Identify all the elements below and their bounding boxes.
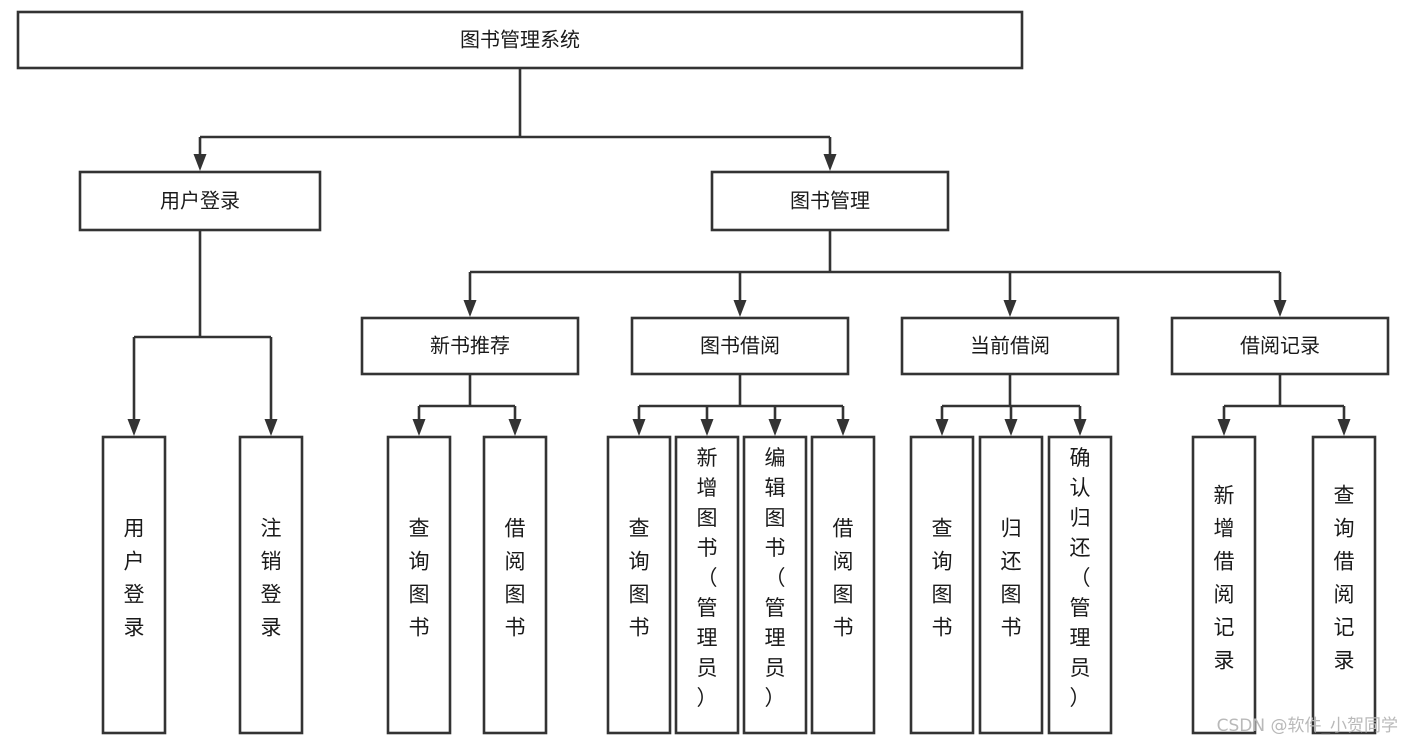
- node-leaf-query-book-recommend[interactable]: 查询图书: [386, 435, 452, 735]
- arrow-head-icon: [1273, 300, 1287, 317]
- node-leaf-borrow-book[interactable]: 借阅图书: [810, 435, 876, 735]
- node-label-leaf-user-logout: 注销登录: [261, 517, 282, 640]
- node-box-leaf-query-book-current[interactable]: [909, 435, 975, 735]
- arrow-head-icon: [935, 419, 949, 436]
- node-leaf-confirm-return[interactable]: 确认归还（管理员）: [1047, 435, 1113, 735]
- node-label-leaf-query-book-current: 查询图书: [932, 517, 953, 640]
- node-box-user-login[interactable]: [78, 170, 322, 232]
- node-label-current-borrow: 当前借阅: [970, 334, 1050, 358]
- arrow-head-icon: [823, 154, 837, 171]
- node-box-leaf-return-book[interactable]: [978, 435, 1044, 735]
- node-leaf-user-login[interactable]: 用户登录: [101, 435, 167, 735]
- arrow-head-icon: [1004, 419, 1018, 436]
- arrow-head-icon: [836, 419, 850, 436]
- connector-new-book-recommend-to-leaves: [412, 374, 522, 436]
- node-label-leaf-add-book: 新增图书（管理员）: [697, 446, 718, 710]
- node-label-new-book-recommend: 新书推荐: [430, 334, 510, 358]
- arrow-head-icon: [508, 419, 522, 436]
- arrow-head-icon: [264, 419, 278, 436]
- node-label-leaf-query-book-recommend: 查询图书: [409, 517, 430, 640]
- node-label-leaf-borrow-book: 借阅图书: [833, 517, 854, 640]
- node-box-leaf-add-borrow-record[interactable]: [1191, 435, 1257, 735]
- connector-book-management-to-level3: [463, 230, 1287, 317]
- connectors-layer: [127, 68, 1351, 436]
- connector-borrow-record-to-leaves: [1217, 374, 1351, 436]
- node-leaf-borrow-book-recommend[interactable]: 借阅图书: [482, 435, 548, 735]
- node-box-borrow-record[interactable]: [1170, 316, 1390, 376]
- node-label-leaf-edit-book: 编辑图书（管理员）: [765, 446, 786, 710]
- node-root[interactable]: 图书管理系统: [16, 10, 1024, 70]
- node-label-borrow-record: 借阅记录: [1240, 334, 1320, 358]
- node-label-leaf-query-book-borrow: 查询图书: [629, 517, 650, 640]
- node-box-leaf-query-book-recommend[interactable]: [386, 435, 452, 735]
- node-leaf-query-borrow-record[interactable]: 查询借阅记录: [1311, 435, 1377, 735]
- arrow-head-icon: [193, 154, 207, 171]
- node-book-borrow[interactable]: 图书借阅: [630, 316, 850, 376]
- node-user-login[interactable]: 用户登录: [78, 170, 322, 232]
- node-leaf-add-borrow-record[interactable]: 新增借阅记录: [1191, 435, 1257, 735]
- arrow-head-icon: [1003, 300, 1017, 317]
- node-label-leaf-query-borrow-record: 查询借阅记录: [1334, 484, 1355, 673]
- arrow-head-icon: [1217, 419, 1231, 436]
- node-leaf-add-book[interactable]: 新增图书（管理员）: [674, 435, 740, 735]
- node-leaf-query-book-current[interactable]: 查询图书: [909, 435, 975, 735]
- connector-root-to-level2: [193, 68, 837, 171]
- node-label-book-borrow: 图书借阅: [700, 334, 780, 358]
- connector-book-borrow-to-leaves: [632, 374, 850, 436]
- node-borrow-record[interactable]: 借阅记录: [1170, 316, 1390, 376]
- node-box-leaf-query-borrow-record[interactable]: [1311, 435, 1377, 735]
- arrow-head-icon: [1337, 419, 1351, 436]
- node-box-new-book-recommend[interactable]: [360, 316, 580, 376]
- arrow-head-icon: [733, 300, 747, 317]
- connector-current-borrow-to-leaves: [935, 374, 1087, 436]
- node-box-leaf-add-book[interactable]: [674, 435, 740, 735]
- node-box-leaf-borrow-book-recommend[interactable]: [482, 435, 548, 735]
- node-label-user-login: 用户登录: [160, 189, 240, 213]
- node-label-leaf-return-book: 归还图书: [1001, 517, 1022, 640]
- node-label-leaf-confirm-return: 确认归还（管理员）: [1070, 446, 1091, 710]
- node-box-root[interactable]: [16, 10, 1024, 70]
- node-leaf-user-logout[interactable]: 注销登录: [238, 435, 304, 735]
- node-leaf-return-book[interactable]: 归还图书: [978, 435, 1044, 735]
- nodes-layer: 图书管理系统用户登录图书管理新书推荐图书借阅当前借阅借阅记录用户登录注销登录查询…: [16, 10, 1390, 735]
- node-new-book-recommend[interactable]: 新书推荐: [360, 316, 580, 376]
- arrow-head-icon: [412, 419, 426, 436]
- node-box-leaf-edit-book[interactable]: [742, 435, 808, 735]
- node-label-book-management: 图书管理: [790, 189, 870, 213]
- node-current-borrow[interactable]: 当前借阅: [900, 316, 1120, 376]
- node-box-leaf-user-logout[interactable]: [238, 435, 304, 735]
- node-box-leaf-confirm-return[interactable]: [1047, 435, 1113, 735]
- arrow-head-icon: [463, 300, 477, 317]
- arrow-head-icon: [768, 419, 782, 436]
- node-box-book-management[interactable]: [710, 170, 950, 232]
- connector-user-login-to-leaves: [127, 230, 278, 436]
- node-label-root: 图书管理系统: [460, 28, 580, 52]
- node-box-leaf-borrow-book[interactable]: [810, 435, 876, 735]
- node-leaf-query-book-borrow[interactable]: 查询图书: [606, 435, 672, 735]
- arrow-head-icon: [632, 419, 646, 436]
- csdn-watermark: CSDN @软件_小贺同学: [1217, 716, 1398, 736]
- arrow-head-icon: [700, 419, 714, 436]
- node-label-leaf-user-login: 用户登录: [124, 517, 145, 640]
- node-label-leaf-add-borrow-record: 新增借阅记录: [1214, 484, 1235, 673]
- node-label-leaf-borrow-book-recommend: 借阅图书: [505, 517, 526, 640]
- node-box-leaf-user-login[interactable]: [101, 435, 167, 735]
- arrow-head-icon: [1073, 419, 1087, 436]
- node-box-current-borrow[interactable]: [900, 316, 1120, 376]
- node-leaf-edit-book[interactable]: 编辑图书（管理员）: [742, 435, 808, 735]
- arrow-head-icon: [127, 419, 141, 436]
- node-box-book-borrow[interactable]: [630, 316, 850, 376]
- node-box-leaf-query-book-borrow[interactable]: [606, 435, 672, 735]
- node-book-management[interactable]: 图书管理: [710, 170, 950, 232]
